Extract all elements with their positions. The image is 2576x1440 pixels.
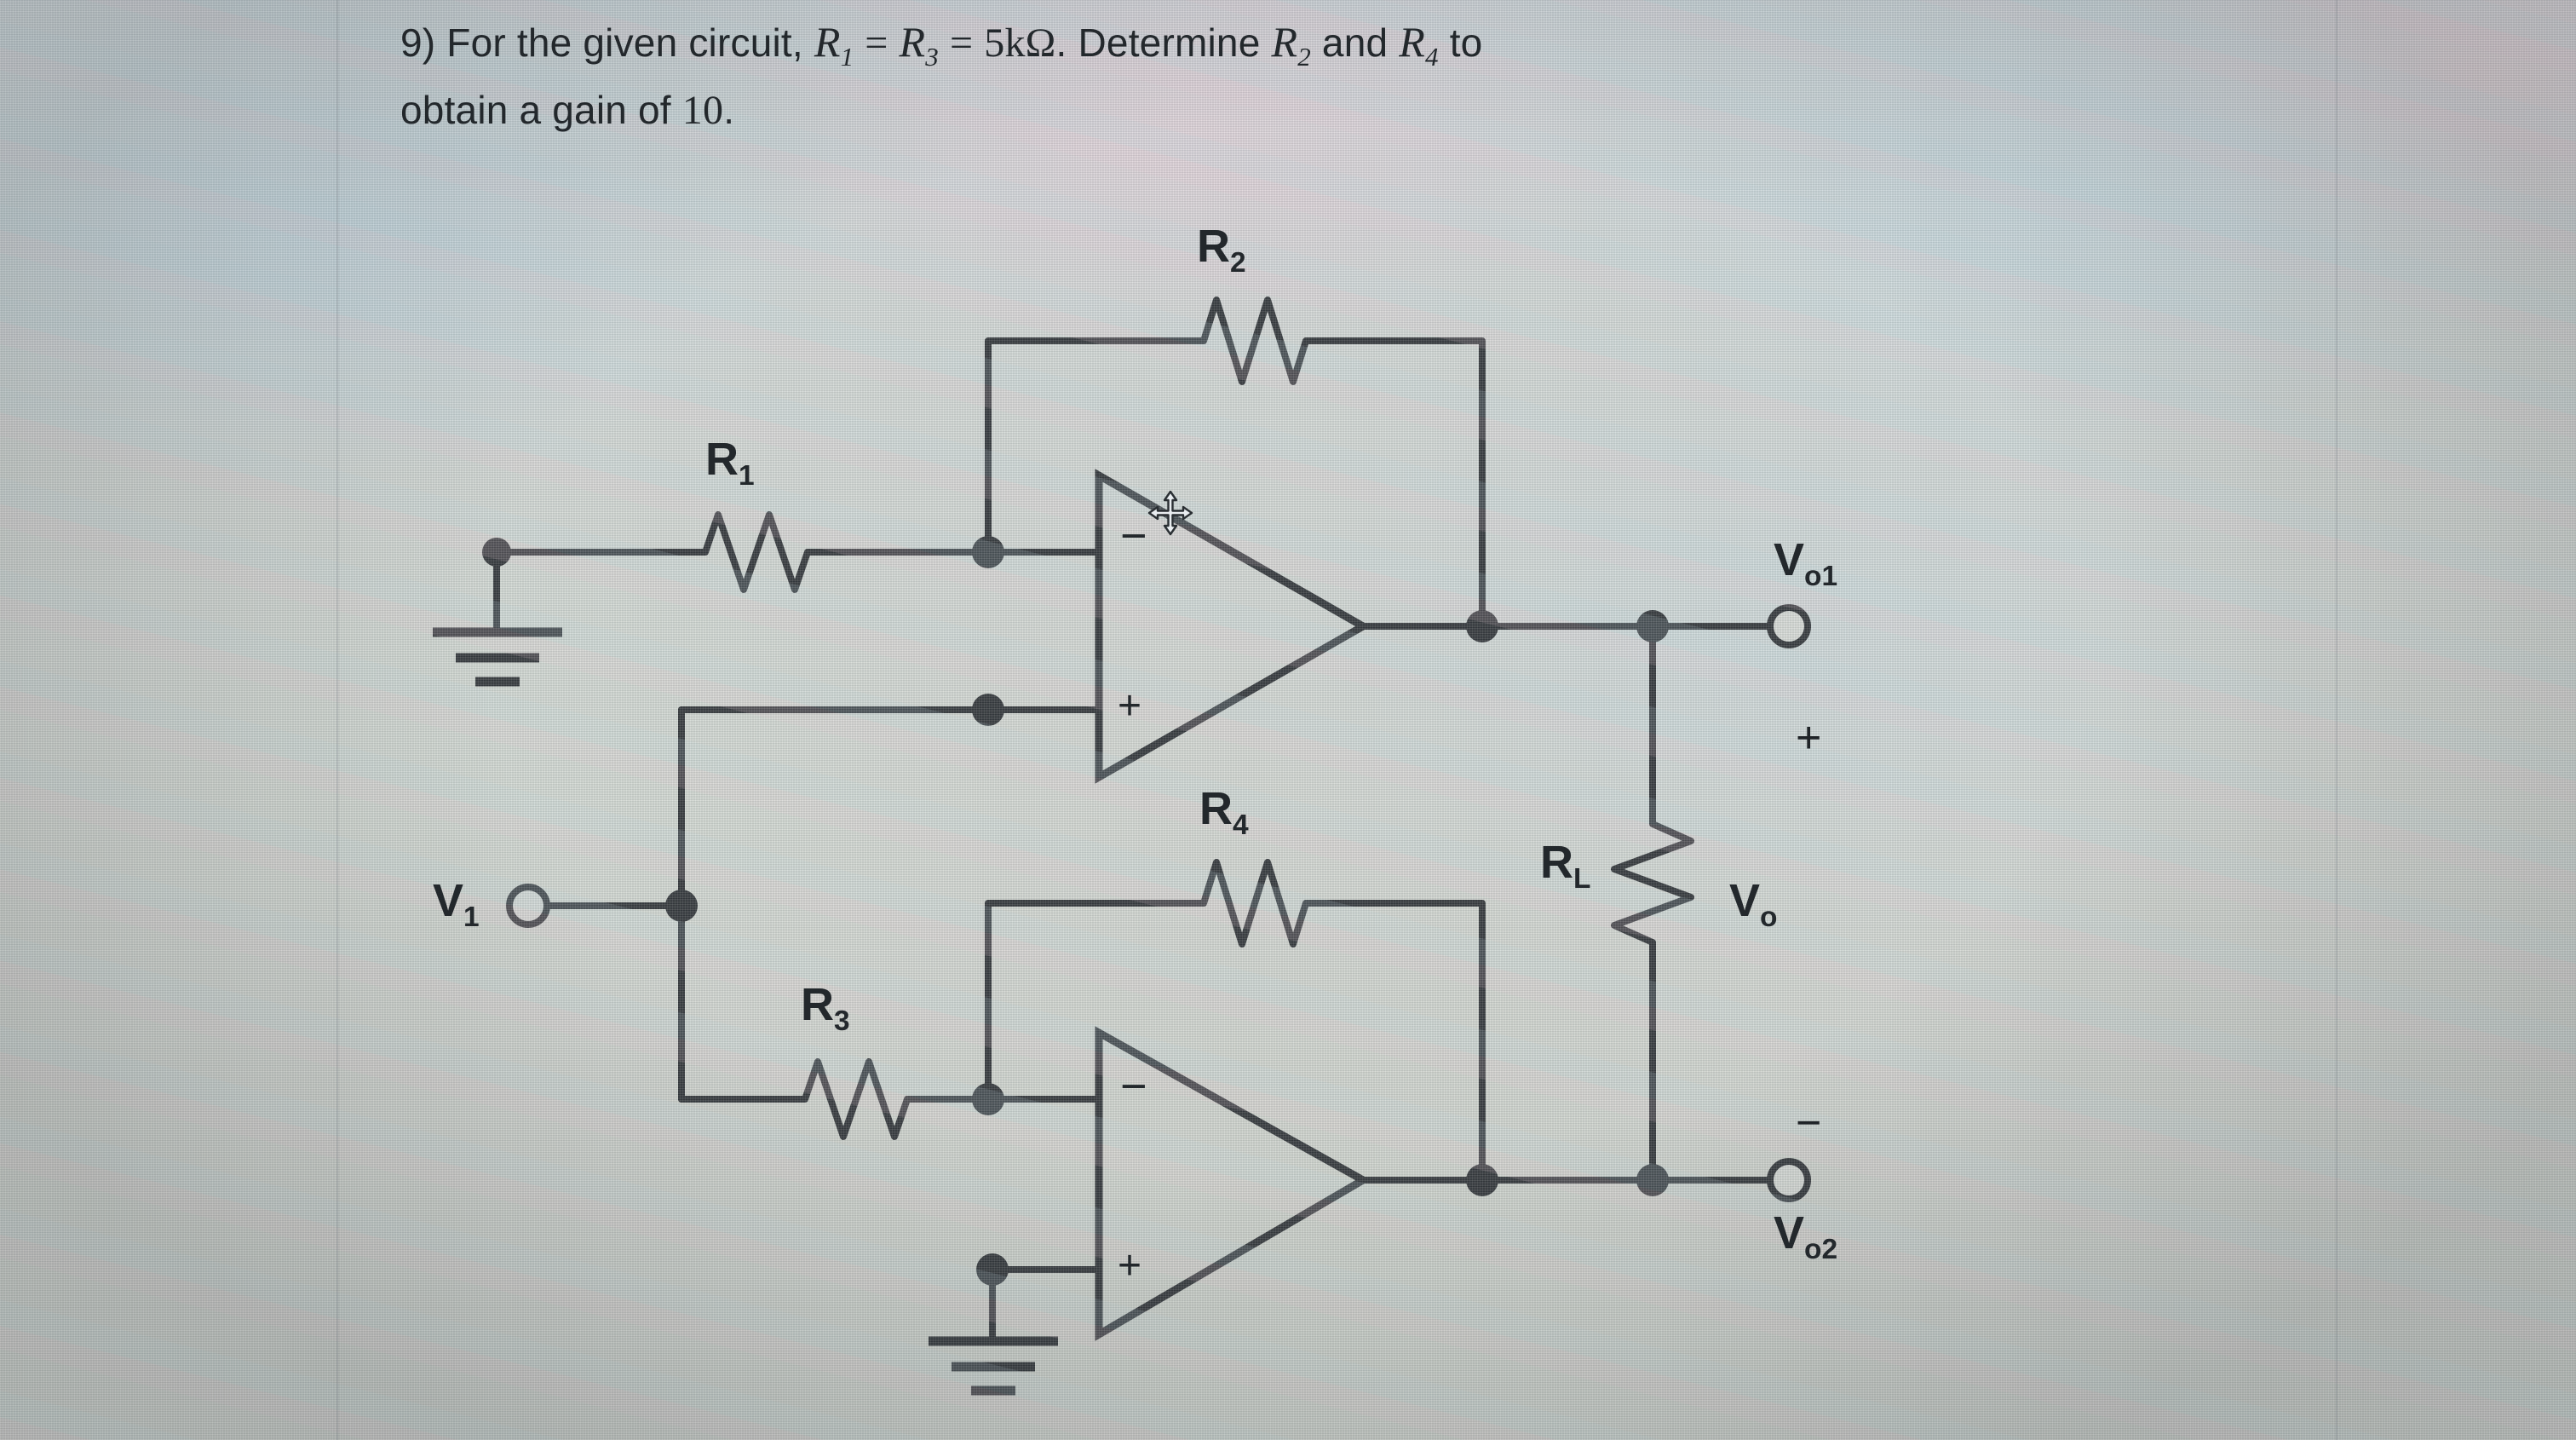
problem-line1-part-b: . Determine — [1055, 20, 1261, 65]
node-u2-inverting — [972, 1083, 1004, 1115]
opamp1-plus-sign: + — [1118, 683, 1142, 729]
node-u1-output-feedback — [1466, 610, 1498, 642]
label-rl: RL — [1540, 837, 1591, 895]
label-vo1: Vo1 — [1774, 534, 1838, 592]
equals-sign-2: = — [949, 20, 974, 66]
resistor-r4-symbol — [1187, 859, 1322, 948]
wire-r2-left-leg — [985, 337, 1194, 556]
resistance-value: 5kΩ — [984, 20, 1056, 66]
problem-line1-part-c: to — [1449, 20, 1483, 65]
node-v1 — [665, 890, 698, 922]
label-vo: Vo — [1729, 875, 1778, 933]
problem-line2: obtain a gain of — [400, 88, 671, 132]
gain-value: 10 — [681, 88, 724, 133]
problem-line1-part-a: For the given circuit, — [446, 20, 803, 65]
symbol-r2: R2 — [1271, 18, 1311, 72]
vo-minus-sign: − — [1796, 1098, 1822, 1148]
terminal-vo1 — [1767, 604, 1811, 648]
label-r2: R2 — [1197, 221, 1246, 279]
terminal-vo2 — [1767, 1158, 1811, 1202]
move-cursor-icon — [1147, 490, 1193, 536]
equals-sign-1: = — [865, 20, 888, 66]
problem-statement: 9) For the given circuit, R1 = R3 = 5kΩ.… — [400, 15, 1849, 137]
conjunction-and: and — [1321, 20, 1389, 65]
node-vo1-rl-top — [1636, 610, 1669, 642]
screen-seam-left — [336, 0, 338, 1440]
vo-plus-sign: + — [1796, 713, 1822, 763]
screen-seam-right — [2336, 0, 2337, 1440]
opamp1-minus-sign: − — [1120, 510, 1147, 562]
node-vo2-rl-bottom — [1636, 1164, 1669, 1196]
ground-symbol-bottom — [929, 1266, 1058, 1396]
problem-number: 9) — [400, 20, 436, 65]
resistor-r3-symbol — [789, 1058, 992, 1140]
label-r3: R3 — [801, 979, 850, 1037]
label-r1: R1 — [705, 434, 755, 492]
resistor-r2-symbol — [1187, 297, 1322, 385]
wire-r4-left-leg — [985, 900, 1194, 1103]
node-u1-noninverting — [972, 694, 1004, 726]
symbol-r1: R1 — [814, 18, 854, 72]
node-u2-ground — [976, 1253, 1009, 1286]
label-r4: R4 — [1199, 783, 1249, 841]
label-vo2: Vo2 — [1774, 1207, 1838, 1265]
resistor-rl-symbol — [1611, 808, 1694, 966]
period: . — [723, 88, 735, 132]
node-u2-output-feedback — [1466, 1164, 1498, 1196]
label-v1: V1 — [433, 875, 480, 933]
resistor-r1-symbol — [689, 511, 992, 593]
wire-r2-right-leg — [1315, 337, 1486, 630]
symbol-r3: R3 — [899, 18, 939, 72]
symbol-r4: R4 — [1399, 18, 1439, 72]
opamp2-plus-sign: + — [1118, 1243, 1142, 1288]
wire-r4-right-leg — [1315, 900, 1486, 1184]
opamp2-minus-sign: − — [1120, 1061, 1147, 1112]
terminal-v1 — [506, 884, 550, 928]
node-u1-inverting — [972, 536, 1004, 568]
ground-symbol-top — [433, 538, 562, 687]
